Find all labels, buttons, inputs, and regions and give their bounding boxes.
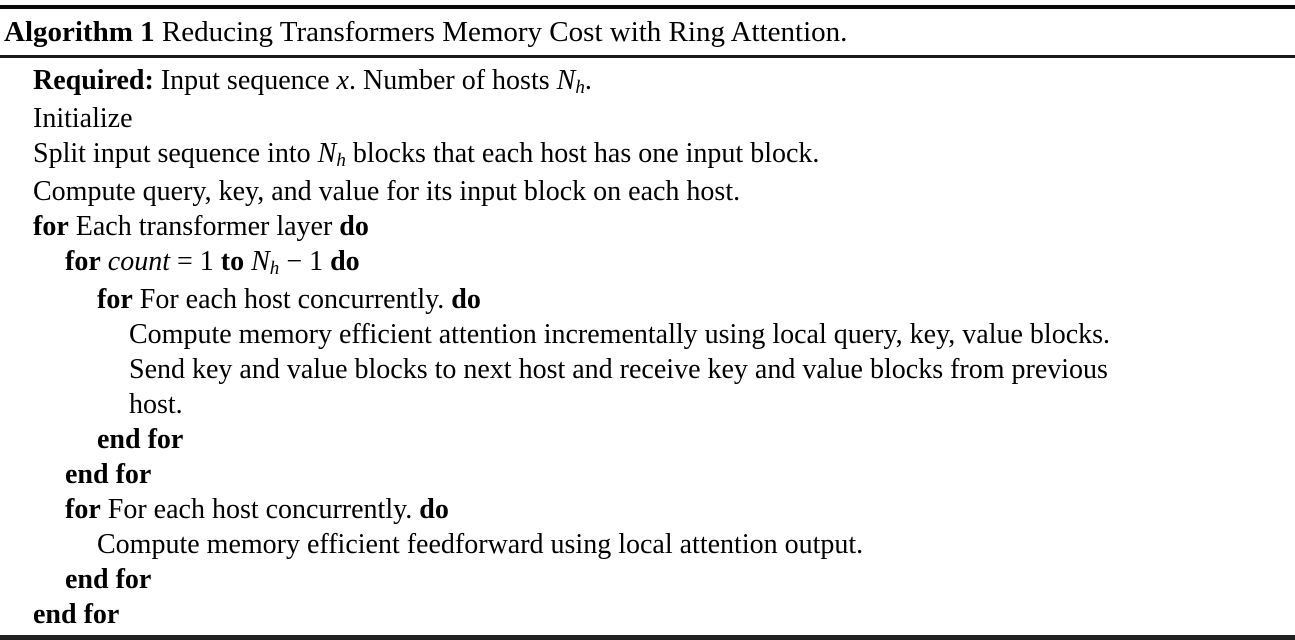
algorithm-line: Split input sequence into Nh blocks that… [0, 136, 1295, 174]
keyword-segment: for [97, 284, 133, 315]
algorithm-line: Compute memory efficient feedforward usi… [0, 527, 1295, 562]
algorithm-line: end for [0, 562, 1295, 597]
algorithm-title: Algorithm 1 Reducing Transformers Memory… [0, 9, 1295, 55]
top-rule [0, 5, 1295, 9]
math-var-segment: count [107, 246, 170, 277]
text-segment: − 1 [279, 246, 331, 277]
bottom-rule [0, 635, 1295, 640]
algorithm-line: for Each transformer layer do [0, 209, 1295, 244]
algorithm-line: Compute query, key, and value for its in… [0, 174, 1295, 209]
text-segment: . Number of hosts [348, 65, 557, 96]
algorithm-box: Algorithm 1 Reducing Transformers Memory… [0, 5, 1295, 640]
text-segment: Compute memory efficient attention incre… [129, 319, 1111, 350]
math-subscript: h [336, 150, 346, 172]
keyword-segment: Required: [33, 65, 154, 96]
math-var-segment: N [251, 246, 270, 277]
math-subscript: h [269, 258, 280, 280]
text-segment: Compute memory efficient feedforward usi… [97, 529, 864, 560]
algorithm-line: Send key and value blocks to next host a… [0, 352, 1295, 387]
keyword-segment: end for [97, 424, 184, 455]
text-segment: blocks that each host has one input bloc… [345, 138, 820, 169]
algorithm-line: for For each host concurrently. do [0, 492, 1295, 527]
algorithm-line: Required: Input sequence x. Number of ho… [0, 63, 1295, 101]
algorithm-line: for count = 1 to Nh − 1 do [0, 244, 1295, 282]
algorithm-line: host. [0, 387, 1295, 422]
text-segment: Input sequence [153, 65, 337, 96]
text-segment: For each host concurrently. [100, 494, 420, 525]
algorithm-label: Algorithm 1 [4, 16, 155, 48]
algorithm-line: for For each host concurrently. do [0, 282, 1295, 317]
algorithm-line: end for [0, 422, 1295, 457]
algorithm-line: end for [0, 457, 1295, 492]
keyword-segment: to [220, 246, 245, 277]
text-segment: = 1 [169, 246, 221, 277]
title-separator-rule [0, 55, 1295, 58]
keyword-segment: do [330, 246, 360, 277]
keyword-segment: do [451, 284, 481, 315]
keyword-segment: do [419, 494, 449, 525]
algorithm-line: Initialize [0, 101, 1295, 136]
text-segment: Split input sequence into [33, 138, 318, 169]
keyword-segment: for [65, 246, 101, 277]
keyword-segment: do [339, 211, 369, 242]
keyword-segment: end for [65, 459, 152, 490]
text-segment: Initialize [33, 103, 133, 134]
algorithm-line: end for [0, 597, 1295, 632]
text-segment: Send key and value blocks to next host a… [129, 354, 1108, 385]
math-var-segment: N [556, 65, 576, 96]
text-segment: host. [129, 389, 183, 420]
keyword-segment: for [33, 211, 69, 242]
keyword-segment: for [65, 494, 101, 525]
text-segment: . [584, 65, 592, 96]
text-segment: For each host concurrently. [132, 284, 452, 315]
algorithm-title-text: Reducing Transformers Memory Cost with R… [161, 16, 848, 48]
text-segment [101, 246, 108, 277]
math-subscript: h [575, 77, 585, 99]
algorithm-line: Compute memory efficient attention incre… [0, 317, 1295, 352]
math-var-segment: N [317, 138, 337, 169]
text-segment: Each transformer layer [68, 211, 340, 242]
math-var-segment: x [336, 65, 349, 96]
algorithm-body: Required: Input sequence x. Number of ho… [0, 58, 1295, 635]
text-segment: Compute query, key, and value for its in… [33, 176, 741, 207]
keyword-segment: end for [33, 599, 120, 630]
keyword-segment: end for [65, 564, 152, 595]
